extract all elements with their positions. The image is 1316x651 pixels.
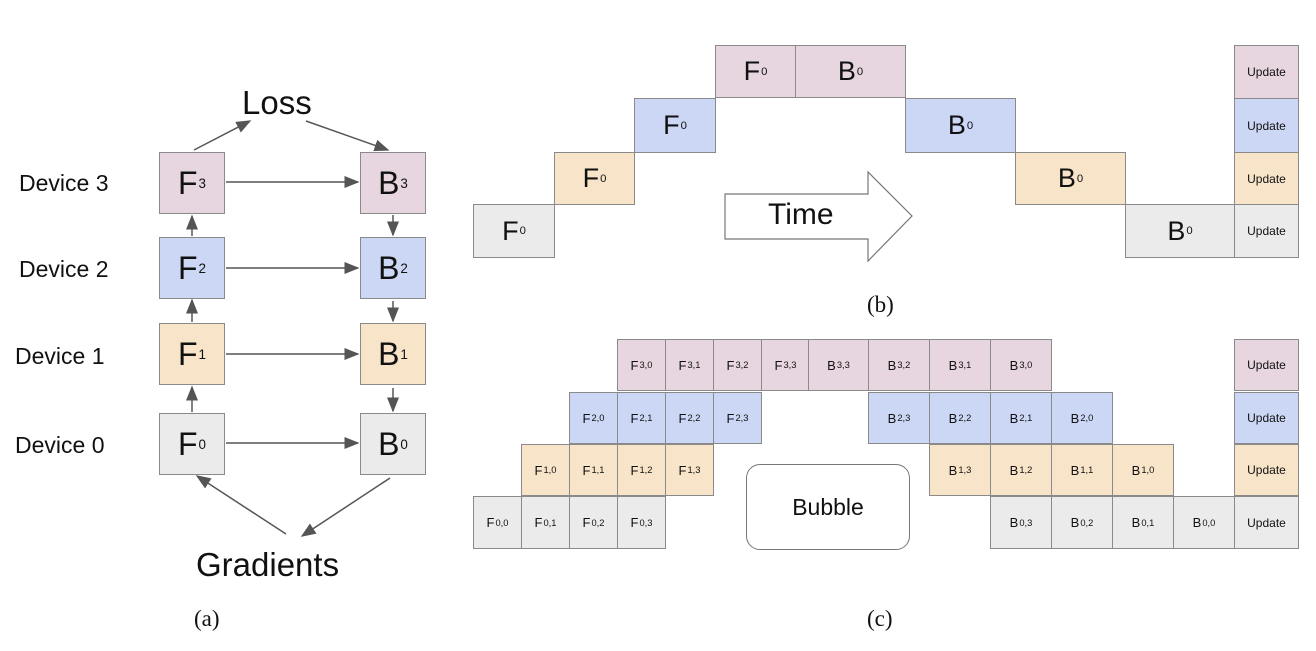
bubble-label: Bubble bbox=[746, 464, 910, 550]
device-1-label: Device 1 bbox=[15, 343, 105, 369]
panel-c-caption: (c) bbox=[867, 606, 893, 631]
gradients-label: Gradients bbox=[196, 546, 340, 583]
b-update-device-2: Update bbox=[1234, 98, 1299, 153]
device-3-label: Device 3 bbox=[19, 170, 109, 196]
b-update-device-0: Update bbox=[1234, 204, 1299, 258]
c-update-device-3: Update bbox=[1234, 339, 1299, 391]
device-2-label: Device 2 bbox=[19, 256, 109, 282]
b-update-device-3: Update bbox=[1234, 45, 1299, 99]
c-update-device-0: Update bbox=[1234, 496, 1299, 549]
loss-label: Loss bbox=[242, 84, 312, 121]
panel-a-caption: (a) bbox=[194, 606, 220, 631]
panel-b-caption: (b) bbox=[867, 292, 894, 317]
b-update-device-1: Update bbox=[1234, 152, 1299, 205]
c-update-device-1: Update bbox=[1234, 444, 1299, 496]
device-0-label: Device 0 bbox=[15, 432, 105, 458]
c-update-device-2: Update bbox=[1234, 392, 1299, 444]
time-label: Time bbox=[768, 198, 834, 231]
